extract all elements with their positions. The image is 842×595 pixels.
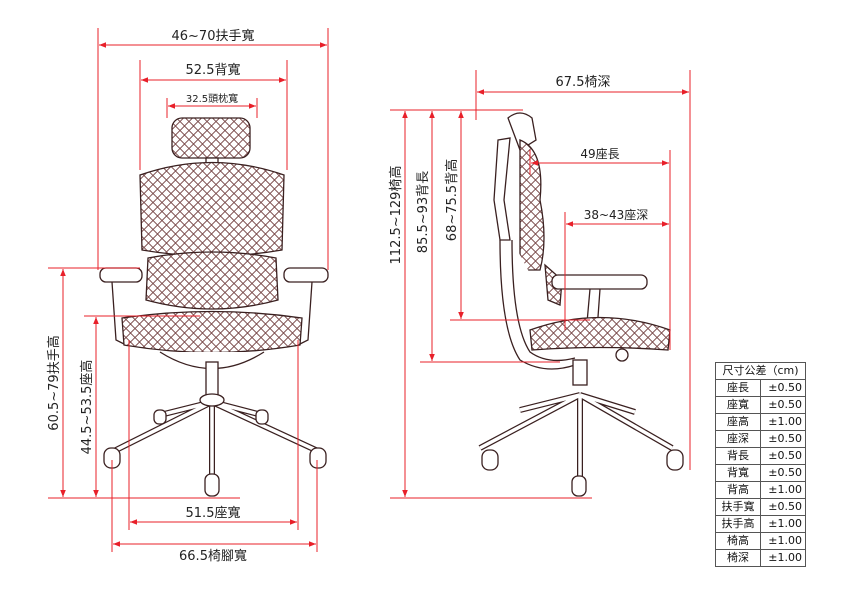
tolerance-value: ±0.50	[760, 447, 806, 465]
table-row: 背寬±0.50	[715, 464, 806, 482]
tolerance-item: 椅高	[715, 532, 761, 550]
seat-height-label: 44.5~53.5座高	[79, 360, 95, 455]
table-row: 座長±0.50	[715, 379, 806, 397]
tolerance-item: 背寬	[715, 464, 761, 482]
tolerance-value: ±1.00	[760, 413, 806, 431]
tolerance-item: 座高	[715, 413, 761, 431]
tolerance-item: 扶手寬	[715, 498, 761, 516]
front-chair-drawing	[99, 117, 329, 497]
table-row: 座深±0.50	[715, 430, 806, 448]
armrest-height-label: 60.5~79扶手高	[46, 335, 62, 430]
tolerance-table: 尺寸公差（cm) 座長±0.50 座寬±0.50 座高±1.00 座深±0.50…	[715, 362, 806, 567]
table-row: 扶手高±1.00	[715, 515, 806, 533]
tolerance-value: ±1.00	[760, 549, 806, 567]
table-row: 座高±1.00	[715, 413, 806, 431]
tolerance-item: 背長	[715, 447, 761, 465]
chair-height-label: 112.5~129椅高	[388, 166, 404, 265]
table-row: 座寬±0.50	[715, 396, 806, 414]
backrest-lower	[145, 251, 279, 310]
tolerance-item: 座長	[715, 379, 761, 397]
tolerance-value: ±0.50	[760, 464, 806, 482]
tolerance-item: 座寬	[715, 396, 761, 414]
table-row: 椅深±1.00	[715, 549, 806, 567]
table-row: 背長±0.50	[715, 447, 806, 465]
backrest-upper	[139, 161, 285, 257]
tolerance-value: ±0.50	[760, 430, 806, 448]
headrest	[171, 117, 251, 159]
side-chair-drawing	[478, 112, 684, 497]
tolerance-item: 扶手高	[715, 515, 761, 533]
base-width-label: 66.5椅腳寬	[179, 548, 247, 564]
tolerance-value: ±0.50	[760, 396, 806, 414]
tolerance-value: ±0.50	[760, 379, 806, 397]
table-row: 椅高±1.00	[715, 532, 806, 550]
back-width-label: 52.5背寬	[186, 62, 241, 78]
tolerance-item: 椅深	[715, 549, 761, 567]
tolerance-value: ±0.50	[760, 498, 806, 516]
dimension-lines	[48, 28, 691, 552]
headrest-width-label: 32.5頭枕寬	[186, 92, 238, 105]
seat	[121, 310, 303, 354]
seat-length-label: 49座長	[580, 146, 619, 161]
chair-depth-label: 67.5椅深	[556, 75, 611, 90]
armrest-width-label: 46~70扶手寬	[172, 28, 255, 44]
seat-width-label: 51.5座寬	[186, 505, 241, 521]
tolerance-item: 背高	[715, 481, 761, 499]
tolerance-header: 尺寸公差（cm)	[715, 362, 806, 380]
tolerance-value: ±1.00	[760, 481, 806, 499]
table-row: 背高±1.00	[715, 481, 806, 499]
seat-depth-label: 38~43座深	[584, 207, 649, 222]
tolerance-value: ±1.00	[760, 532, 806, 550]
table-row: 扶手寬±0.50	[715, 498, 806, 516]
side-backrest	[519, 139, 545, 271]
back-height-label: 68~75.5背高	[444, 159, 460, 241]
back-length-label: 85.5~93背長	[416, 171, 431, 253]
tolerance-value: ±1.00	[760, 515, 806, 533]
tolerance-item: 座深	[715, 430, 761, 448]
